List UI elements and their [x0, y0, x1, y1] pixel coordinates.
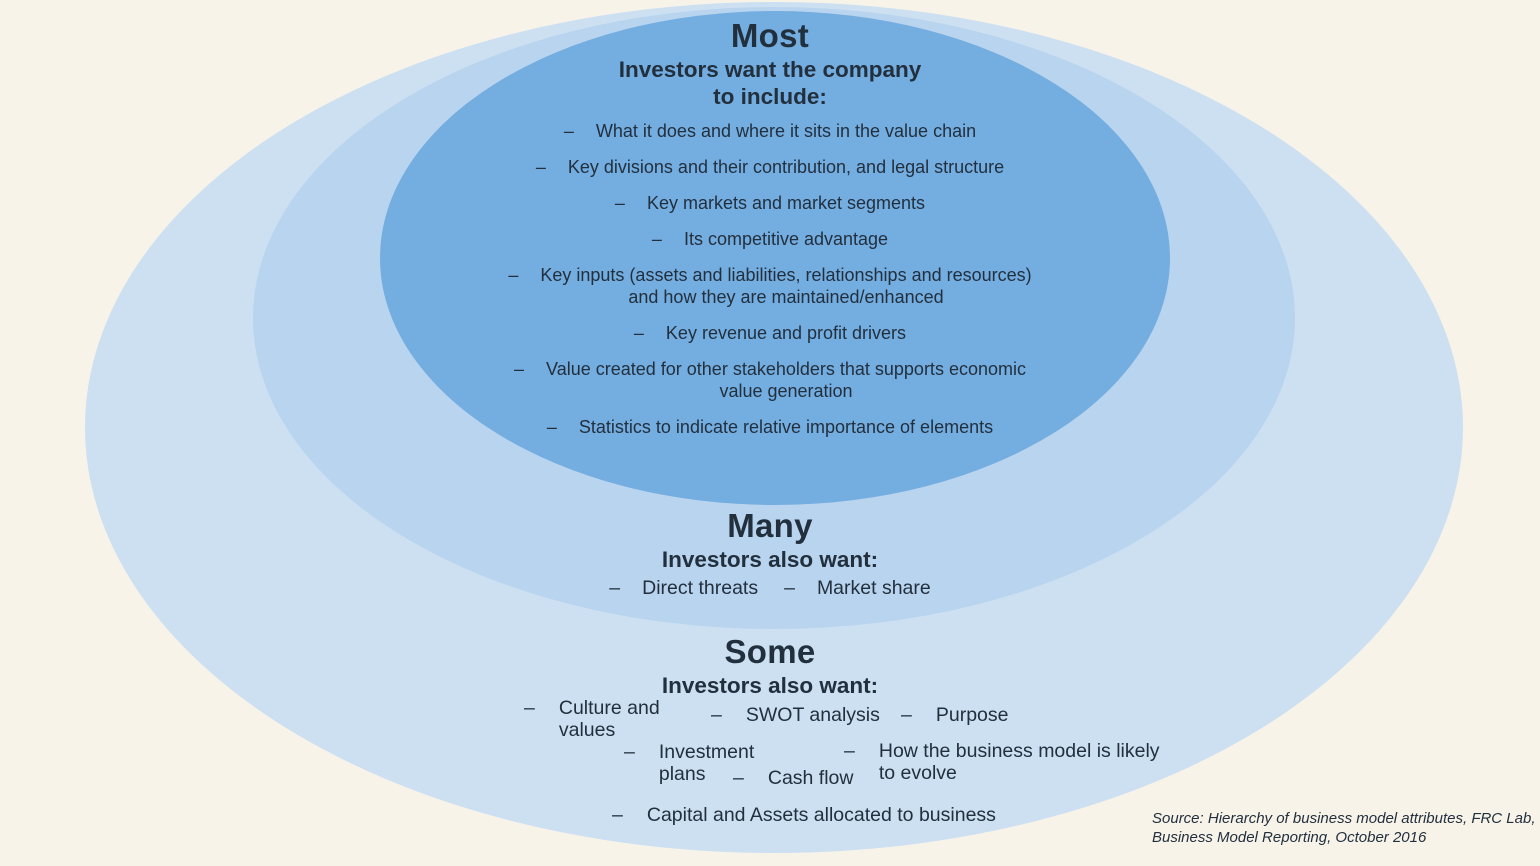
list-item-label: Key markets and market segments: [646, 193, 926, 213]
list-item-label: Capital and Assets allocated to business: [646, 804, 996, 826]
list-item-cash-flow: – Cash flow: [733, 767, 853, 789]
most-tier-header: Most Investors want the company to inclu…: [0, 16, 1540, 110]
dash-bullet-icon: –: [535, 157, 546, 177]
list-item-purpose: – Purpose: [901, 704, 1009, 726]
source-attribution-line1: Source: Hierarchy of business model attr…: [1152, 810, 1536, 827]
dash-bullet-icon: –: [784, 577, 795, 599]
list-item-model-evolve: – How the business model is likely to ev…: [844, 740, 1160, 784]
list-item-label: Cash flow: [767, 767, 854, 789]
list-item-line: plans: [658, 763, 706, 785]
list-item-label: Culture and values: [559, 697, 660, 741]
list-item-label: Direct threats: [642, 577, 759, 599]
list-item: – Key markets and market segments: [615, 192, 925, 214]
dash-bullet-icon: –: [612, 804, 623, 826]
dash-bullet-icon: –: [711, 704, 722, 726]
list-item: – What it does and where it sits in the …: [564, 120, 976, 142]
list-item-line: to evolve: [878, 762, 957, 784]
list-item-investment-plans: – Investment plans: [624, 741, 754, 785]
list-item-line: Culture and: [558, 697, 660, 719]
list-item-label: What it does and where it sits in the va…: [595, 121, 977, 141]
most-tier-subtitle-line1: Investors want the company: [618, 57, 922, 82]
dash-bullet-icon: –: [508, 265, 519, 285]
list-item-culture-values: – Culture and values: [524, 697, 660, 741]
some-tier-subtitle: Investors also want:: [661, 673, 879, 698]
some-tier-title: Some: [724, 633, 816, 670]
dash-bullet-icon: –: [524, 697, 535, 719]
list-item: – Key divisions and their contribution, …: [536, 156, 1004, 178]
dash-bullet-icon: –: [733, 767, 744, 789]
list-item: – Statistics to indicate relative import…: [547, 416, 993, 438]
most-tier-bullet-list: – What it does and where it sits in the …: [508, 120, 1031, 438]
list-item-label: Value created for other stakeholders tha…: [546, 358, 1026, 402]
list-item-label: Purpose: [935, 704, 1009, 726]
list-item-line: Key inputs (assets and liabilities, rela…: [540, 265, 1032, 285]
many-tier-item-row: – Direct threats – Market share: [609, 577, 930, 600]
list-item: – Value created for other stakeholders t…: [514, 358, 1026, 402]
list-item-label: Investment plans: [659, 741, 754, 785]
many-tier-subtitle: Investors also want:: [661, 547, 879, 572]
list-item-line: values: [558, 719, 616, 741]
list-item-label: How the business model is likely to evol…: [879, 740, 1160, 784]
some-tier-header: Some Investors also want:: [0, 632, 1540, 699]
source-attribution-line2: Business Model Reporting, October 2016: [1152, 828, 1427, 846]
dash-bullet-icon: –: [844, 740, 855, 762]
dash-bullet-icon: –: [614, 193, 625, 213]
list-item-line: Investment: [658, 741, 755, 763]
list-item-label: Key inputs (assets and liabilities, rela…: [540, 264, 1031, 308]
list-item-line: and how they are maintained/enhanced: [628, 287, 944, 307]
dash-bullet-icon: –: [514, 359, 525, 379]
list-item-capital-assets: – Capital and Assets allocated to busine…: [612, 804, 996, 826]
list-item-swot-analysis: – SWOT analysis: [711, 704, 880, 726]
list-item: – Key revenue and profit drivers: [634, 322, 906, 344]
list-item-label: Key revenue and profit drivers: [665, 323, 907, 343]
many-tier-title: Many: [727, 507, 813, 544]
dash-bullet-icon: –: [901, 704, 912, 726]
list-item: – Its competitive advantage: [652, 228, 888, 250]
most-tier-ellipse: [380, 11, 1170, 505]
source-attribution: Source: Hierarchy of business model attr…: [1152, 810, 1536, 847]
dash-bullet-icon: –: [563, 121, 574, 141]
many-tier-header: Many Investors also want:: [0, 506, 1540, 573]
list-item-label: Its competitive advantage: [683, 229, 889, 249]
list-item-label: Statistics to indicate relative importan…: [578, 417, 994, 437]
most-tier-title: Most: [730, 17, 810, 54]
list-item-label: SWOT analysis: [745, 704, 880, 726]
list-item: – Market share: [784, 577, 931, 600]
dash-bullet-icon: –: [624, 741, 635, 763]
list-item: – Direct threats: [609, 577, 758, 600]
list-item-line: How the business model is likely: [878, 740, 1160, 762]
list-item-line: value generation: [719, 381, 853, 401]
most-tier-subtitle-line2: to include:: [713, 84, 827, 109]
list-item-line: Value created for other stakeholders tha…: [546, 359, 1026, 379]
list-item-label: Market share: [816, 577, 931, 599]
dash-bullet-icon: –: [609, 577, 621, 599]
dash-bullet-icon: –: [546, 417, 557, 437]
list-item: – Key inputs (assets and liabilities, re…: [508, 264, 1031, 308]
dash-bullet-icon: –: [633, 323, 644, 343]
dash-bullet-icon: –: [651, 229, 662, 249]
list-item-label: Key divisions and their contribution, an…: [567, 157, 1005, 177]
